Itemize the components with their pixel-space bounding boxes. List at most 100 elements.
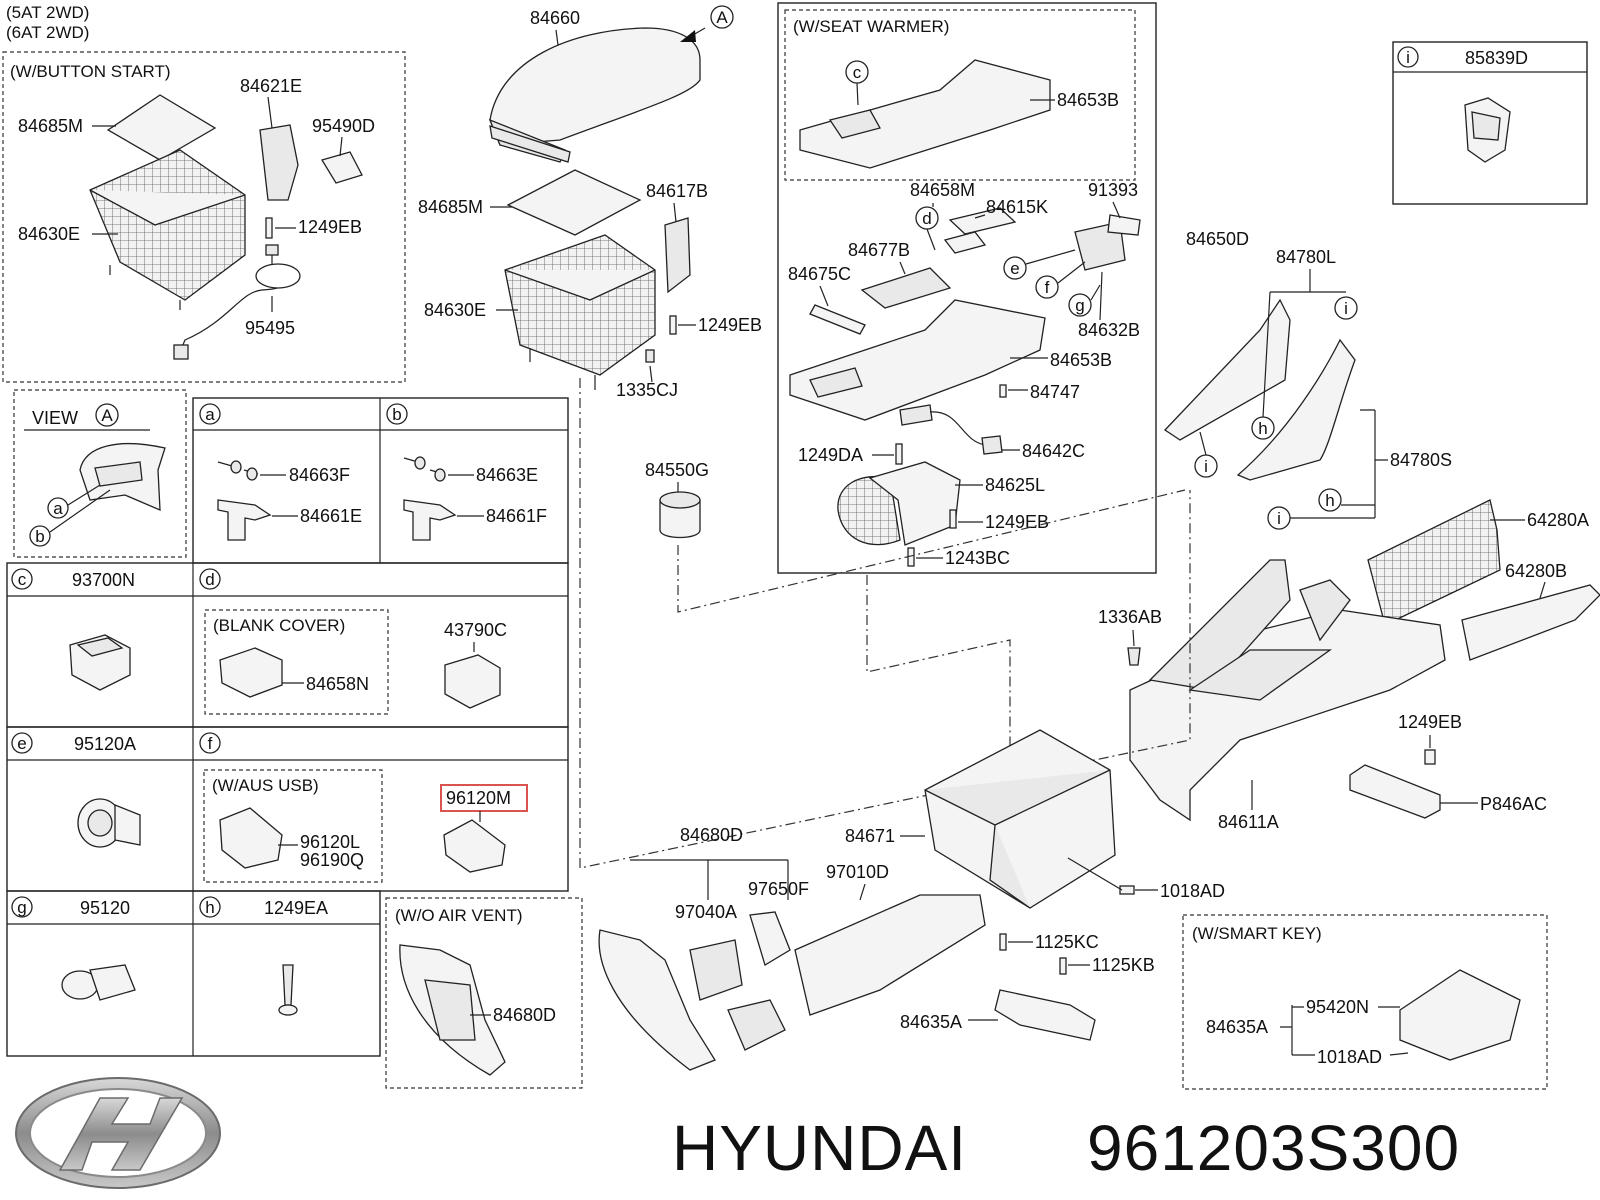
- label-1249EB-d: 1249EB: [1398, 712, 1462, 732]
- callout-b-view: b: [35, 527, 44, 546]
- callout-f-cell: f: [208, 734, 213, 753]
- label-1249EB-c: 1249EB: [985, 512, 1049, 532]
- callout-h-2: h: [1325, 491, 1334, 510]
- label-84680D-a: 84680D: [680, 825, 743, 845]
- label-84642C: 84642C: [1022, 441, 1085, 461]
- group-side-trims: 84650D 84780L i h i 84780S h i: [1163, 229, 1452, 530]
- group-bracket-84635A: 1125KC 1125KB 84635A: [900, 932, 1155, 1041]
- view-label: VIEW: [32, 408, 78, 428]
- label-84661F: 84661F: [486, 506, 547, 526]
- label-96120M: 96120M: [446, 788, 511, 808]
- label-84630E-b: 84630E: [424, 300, 486, 320]
- callout-i-box: i: [1406, 48, 1410, 67]
- label-84658M: 84658M: [910, 180, 975, 200]
- part-84550G: 84550G: [645, 460, 1186, 613]
- label-43790C: 43790C: [444, 620, 507, 640]
- label-91393: 91393: [1088, 180, 1138, 200]
- label-84625L: 84625L: [985, 475, 1045, 495]
- group-label-button-start: (W/BUTTON START): [10, 62, 171, 81]
- label-84632B: 84632B: [1078, 320, 1140, 340]
- label-1249EB-b: 1249EB: [698, 315, 762, 335]
- callout-d-cell: d: [205, 570, 214, 589]
- label-84635A-a: 84635A: [900, 1012, 962, 1032]
- callout-h-cell: h: [205, 898, 214, 917]
- group-front-lower: 84680D 97040A 97650F 97010D: [598, 825, 986, 1071]
- group-smart-key: (W/SMART KEY) 84635A 95420N 1018AD: [1182, 914, 1548, 1090]
- group-label-wo-air-vent: (W/O AIR VENT): [395, 906, 523, 925]
- hyundai-logo: [15, 1077, 221, 1189]
- group-label-seat-warmer: (W/SEAT WARMER): [793, 17, 949, 36]
- label-1336AB: 1336AB: [1098, 607, 1162, 627]
- label-84617B: 84617B: [646, 181, 708, 201]
- callout-i-3: i: [1277, 509, 1281, 528]
- label-84677B: 84677B: [848, 240, 910, 260]
- label-1249EA: 1249EA: [264, 898, 328, 918]
- label-64280A: 64280A: [1527, 510, 1589, 530]
- label-84611A: 84611A: [1218, 812, 1279, 832]
- callout-a-cell: a: [205, 405, 215, 424]
- callout-d-seat: d: [922, 209, 931, 228]
- callout-i-2: i: [1204, 457, 1208, 476]
- label-85839D: 85839D: [1465, 48, 1528, 68]
- table-ab: a b 84663F 84661E 84663E 84661F: [192, 397, 569, 564]
- callout-e-cell: e: [17, 734, 26, 753]
- callout-c-cell: c: [18, 570, 27, 589]
- label-84653B-b: 84653B: [1050, 350, 1112, 370]
- label-95420N: 95420N: [1306, 997, 1369, 1017]
- group-button-start: (W/BUTTON START) 84621E 84685M 95490D 84…: [2, 51, 406, 383]
- label-PP846AC: P846AC: [1480, 794, 1547, 814]
- label-97010D: 97010D: [826, 862, 889, 882]
- group-label-aus-usb: (W/AUS USB): [212, 776, 319, 795]
- group-armrest: 84660 A 84685M 84630E 84617B 1249EB 1335…: [418, 5, 762, 400]
- group-label-smart-key: (W/SMART KEY): [1192, 924, 1322, 943]
- group-lower-console: 84671 1018AD: [845, 729, 1225, 909]
- label-1249EB-a: 1249EB: [298, 217, 362, 237]
- callout-A-top: A: [716, 8, 728, 27]
- label-1335CJ: 1335CJ: [616, 380, 678, 400]
- callout-i-1: i: [1344, 299, 1348, 318]
- label-84615K: 84615K: [986, 197, 1048, 217]
- label-93700N: 93700N: [72, 570, 135, 590]
- callout-a-view: a: [53, 499, 63, 518]
- label-84663F-a: 84663F: [289, 465, 350, 485]
- callout-f-seat: f: [1045, 278, 1050, 297]
- label-95120A: 95120A: [74, 734, 136, 754]
- label-84653B-a: 84653B: [1057, 90, 1119, 110]
- callout-b-cell: b: [392, 405, 401, 424]
- label-84658N: 84658N: [306, 674, 369, 694]
- highlight-96120M: [440, 784, 528, 812]
- group-wo-air-vent: (W/O AIR VENT) 84680D: [385, 897, 583, 1089]
- header-line1: (5AT 2WD): [6, 3, 89, 22]
- label-97650F: 97650F: [748, 879, 809, 899]
- label-95120: 95120: [80, 898, 130, 918]
- label-1018AD-b: 1018AD: [1317, 1047, 1382, 1067]
- group-view-a: VIEW A a b: [13, 389, 187, 558]
- label-96190Q: 96190Q: [300, 850, 364, 870]
- callout-c-seat: c: [853, 63, 862, 82]
- group-label-blank-cover: (BLANK COVER): [213, 616, 345, 635]
- label-84780L: 84780L: [1276, 247, 1336, 267]
- label-84675C: 84675C: [788, 264, 851, 284]
- part-number: 961203S300: [1087, 1112, 1460, 1184]
- part-85839D: i 85839D: [1392, 41, 1588, 205]
- label-1125KC: 1125KC: [1035, 932, 1099, 952]
- label-84685M-a: 84685M: [18, 116, 83, 136]
- label-95495: 95495: [245, 318, 295, 338]
- label-84680D-b: 84680D: [493, 1005, 556, 1025]
- callout-h-1: h: [1258, 419, 1267, 438]
- group-main-console: 1336AB 84611A 1249EB P846AC: [579, 378, 1547, 869]
- callout-e-seat: e: [1010, 259, 1019, 278]
- callout-g-cell: g: [17, 898, 26, 917]
- label-64280B: 64280B: [1505, 561, 1567, 581]
- label-84630E-a: 84630E: [18, 224, 80, 244]
- label-84635A-b: 84635A: [1206, 1017, 1268, 1037]
- label-1125KB: 1125KB: [1092, 955, 1155, 975]
- label-95490D: 95490D: [312, 116, 375, 136]
- label-97040A: 97040A: [675, 902, 737, 922]
- label-84780S: 84780S: [1390, 450, 1452, 470]
- label-1018AD-a: 1018AD: [1160, 881, 1225, 901]
- table-ef: e 95120A f (W/AUS USB) 96120L 96190Q 961…: [6, 726, 569, 892]
- label-84663E: 84663E: [476, 465, 538, 485]
- label-96120L: 96120L: [300, 832, 360, 852]
